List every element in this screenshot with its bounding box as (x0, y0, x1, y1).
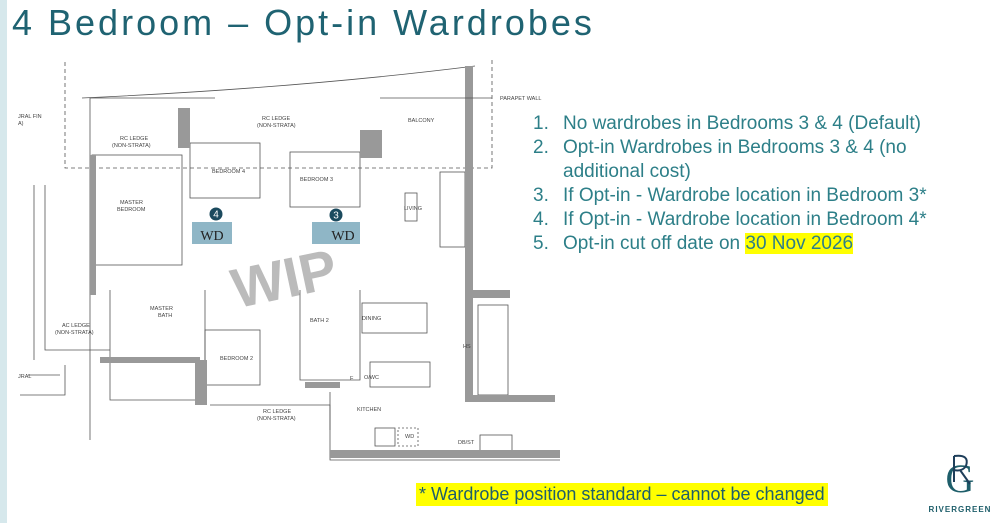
label-rc-ledge-left: RC LEDGE (120, 136, 148, 142)
wip-watermark: WIP (226, 237, 343, 321)
label-jral: JRAL (18, 374, 31, 380)
label-bedroom-2: BEDROOM 2 (220, 356, 253, 362)
label-master-bath-1: MASTER (150, 306, 173, 312)
label-living: LIVING (404, 206, 422, 212)
badge-4: 4 (213, 210, 219, 221)
label-fin-2: A) (18, 121, 24, 127)
label-non-strata-bottom: (NON-STRATA) (257, 416, 296, 422)
label-master-bedroom-2: BEDROOM (117, 207, 146, 213)
list-item: 2.Opt-in Wardrobes in Bedrooms 3 & 4 (no… (533, 137, 907, 182)
label-balcony: BALCONY (408, 118, 435, 124)
svg-text:G: G (946, 456, 975, 498)
label-rc-ledge-top: RC LEDGE (262, 116, 290, 122)
parapet-curve (81, 65, 476, 99)
cutoff-date-highlight: 30 Nov 2026 (745, 233, 854, 254)
slide-title: 4 Bedroom – Opt-in Wardrobes (12, 2, 595, 43)
label-parapet-wall: PARAPET WALL (500, 96, 541, 102)
standard-position-note: * Wardrobe position standard – cannot be… (416, 483, 828, 506)
label-fridge: F (350, 376, 354, 382)
dashed-boundary (64, 60, 493, 169)
logo-brand-text: RIVERGREEN (928, 505, 992, 514)
label-kitchen: KITCHEN (357, 407, 381, 413)
opt-in-list: 1.No wardrobes in Bedrooms 3 & 4 (Defaul… (533, 112, 993, 256)
label-dining: DINING (362, 316, 381, 322)
label-bath-2: BATH 2 (310, 318, 329, 324)
wd-label-3: WD (331, 229, 354, 244)
left-accent-stripe (0, 0, 7, 523)
label-master-bath-2: BATH (158, 313, 172, 319)
label-owc: O/WC (364, 375, 379, 381)
wd-label-4: WD (200, 229, 223, 244)
list-item: 5.Opt-in cut off date on 30 Nov 2026 (533, 233, 854, 254)
label-non-strata-left: (NON-STRATA) (112, 143, 151, 149)
wardrobe-bedroom-3: 3 WD (312, 208, 360, 244)
logo-mark-icon: G (946, 454, 975, 501)
badge-3: 3 (333, 211, 339, 222)
wardrobe-bedroom-4: 4 WD (192, 207, 232, 244)
label-non-strata-ac: (NON-STRATA) (55, 330, 94, 336)
list-item: 1.No wardrobes in Bedrooms 3 & 4 (Defaul… (533, 113, 921, 134)
label-ac-ledge: AC LEDGE (62, 323, 90, 329)
label-db-st: DB/ST (458, 440, 475, 446)
label-fin: JRAL FIN (18, 114, 42, 120)
label-rc-ledge-bottom: RC LEDGE (263, 409, 291, 415)
label-bedroom-4: BEDROOM 4 (212, 169, 245, 175)
list-item: 4.If Opt-in - Wardrobe location in Bedro… (533, 209, 927, 230)
label-master-bedroom-1: MASTER (120, 200, 143, 206)
rivergreen-logo: G RIVERGREEN (925, 452, 995, 514)
label-washer-dryer: WD (405, 434, 414, 440)
label-non-strata-top: (NON-STRATA) (257, 123, 296, 129)
list-item: 3.If Opt-in - Wardrobe location in Bedro… (533, 185, 927, 206)
label-hs: HS (463, 344, 471, 350)
label-bedroom-3: BEDROOM 3 (300, 177, 333, 183)
